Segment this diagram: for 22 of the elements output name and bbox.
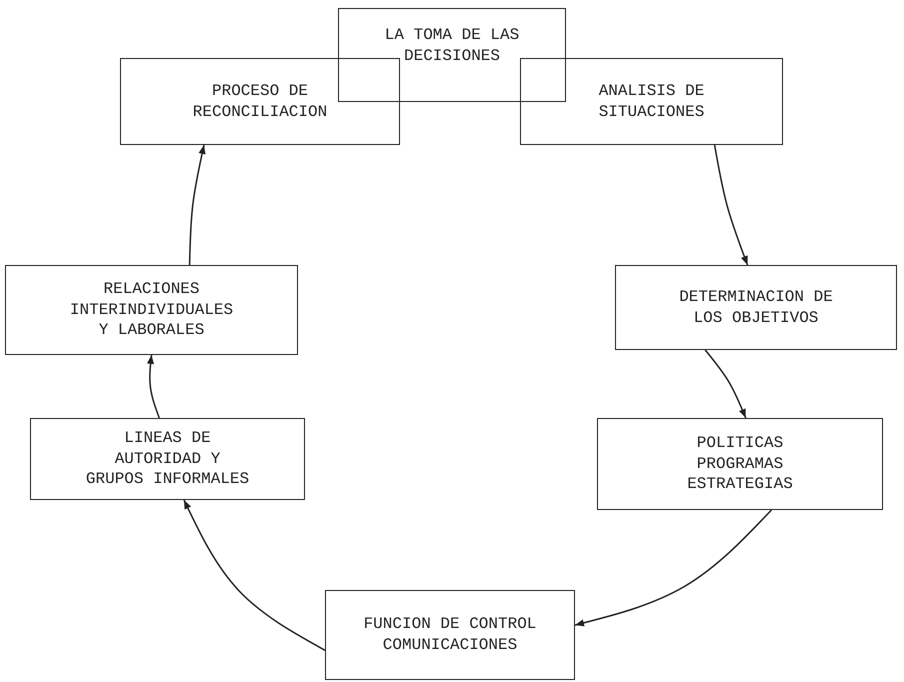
process-box [5,265,298,355]
arrow [188,144,206,266]
box-label: PROCESO DE RECONCILIACION [192,80,328,122]
box-label: RELACIONES INTERINDIVIDUALES Y LABORALES [70,278,234,342]
process-box [338,8,566,102]
box-label: LINEAS DE AUTORIDAD Y GRUPOS INFORMALES [86,428,250,490]
process-box [615,265,897,350]
process-box [520,58,783,145]
box-label: POLITICAS PROGRAMAS ESTRATEGIAS [687,432,793,496]
box-label: DETERMINACION DE LOS OBJETIVOS [679,286,833,328]
box-label: FUNCION DE CONTROL COMUNICACIONES [364,614,536,656]
process-box [325,590,575,680]
arrow [146,354,160,418]
process-box [120,58,400,145]
box-label: ANALISIS DE SITUACIONES [598,80,706,122]
arrow [574,509,772,626]
arrow [183,500,326,651]
process-box [30,418,305,500]
box-label: LA TOMA DE LAS DECISIONES [384,25,520,67]
arrow [704,350,746,418]
arrow [714,144,748,266]
process-box [597,418,883,510]
